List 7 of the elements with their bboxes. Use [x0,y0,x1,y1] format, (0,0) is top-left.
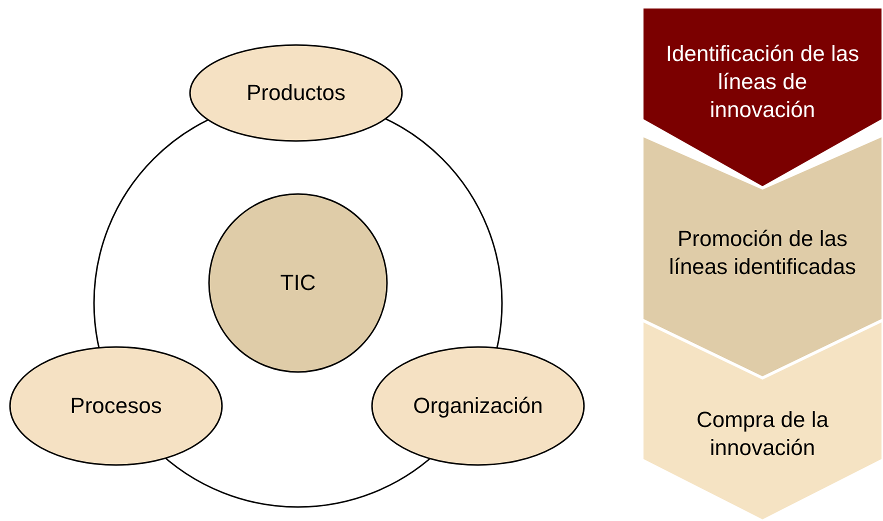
step-label: Promoción de las líneas identificadas [668,225,858,281]
step-label: Identificación de las líneas de innovación [664,40,860,124]
step-label: Compra de la innovación [695,406,830,462]
node-label: TIC [279,269,317,297]
node-label: Productos [245,79,347,107]
node-label: Organización [412,392,544,420]
node-label: Procesos [69,392,163,420]
